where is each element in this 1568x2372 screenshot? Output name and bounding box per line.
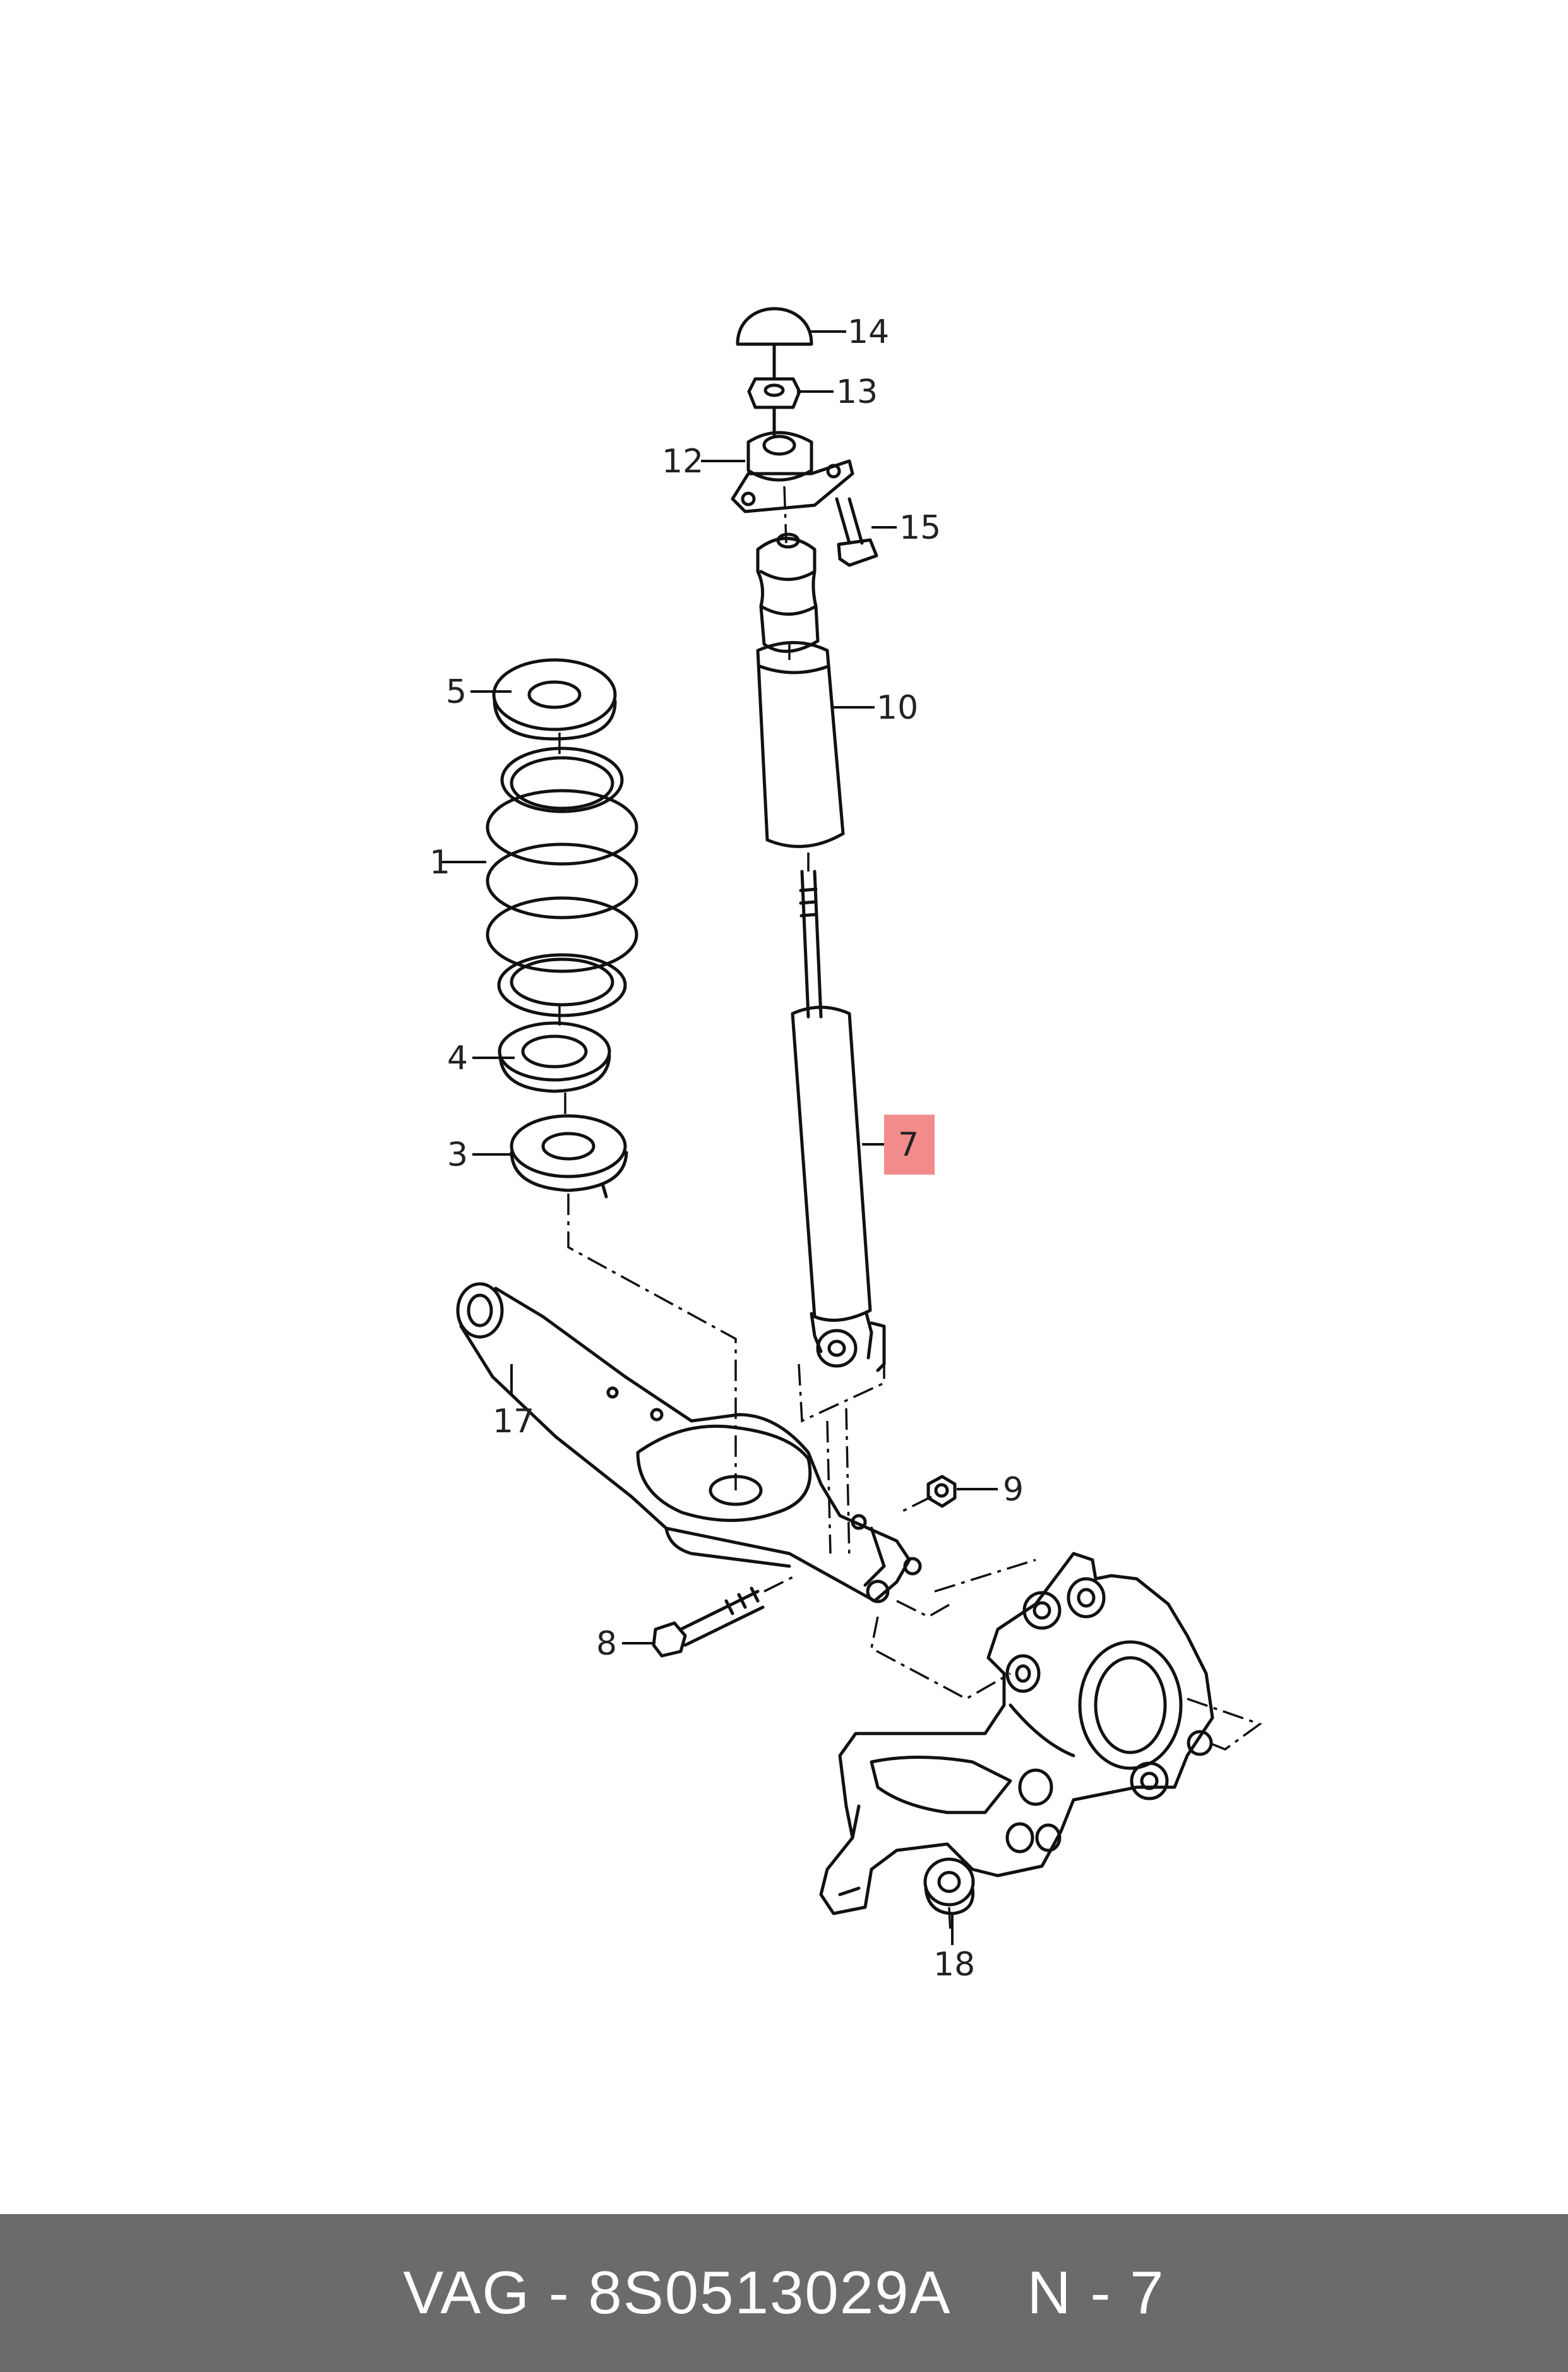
part-number: VAG - 8S0513029A	[403, 2259, 952, 2327]
callout-10: 10	[877, 689, 918, 727]
callout-8: 8	[596, 1625, 617, 1663]
piston-rod-part	[799, 870, 823, 1019]
coil-spring-part	[486, 746, 638, 1017]
diagram-reference: N - 7	[1027, 2259, 1165, 2327]
dust-cap-part	[736, 307, 813, 380]
callout-4: 4	[447, 1039, 468, 1077]
upper-spring-seat-part	[492, 658, 617, 741]
lower-spring-seat-part	[498, 1021, 611, 1093]
callout-5: 5	[446, 673, 467, 711]
callout-7: 7	[898, 1126, 919, 1164]
trailing-arm-part	[456, 1282, 922, 1603]
bolt-part-15	[835, 497, 878, 567]
top-mount-part	[731, 431, 854, 513]
callout-3: 3	[447, 1136, 468, 1174]
nut-part-9	[926, 1475, 957, 1508]
callout-12: 12	[662, 443, 703, 481]
protective-tube-part	[756, 641, 845, 848]
bump-stop-part	[756, 532, 820, 653]
callout-18: 18	[933, 1946, 975, 1984]
highlight-box	[884, 1115, 935, 1175]
rear-suspension-exploded-diagram: 14 13 12 15 10 5 1 4 3 7 17 9 8 18	[429, 307, 1262, 1984]
callout-13: 13	[836, 373, 878, 411]
bolt-part-8	[652, 1586, 765, 1658]
spring-pad-part	[510, 1114, 628, 1199]
footer-bar: VAG - 8S0513029A N - 7	[0, 2214, 1568, 2372]
callout-1: 1	[429, 844, 450, 882]
callout-9: 9	[1003, 1471, 1024, 1509]
wheel-hub-carrier-part	[819, 1552, 1214, 1915]
callout-17: 17	[493, 1403, 534, 1441]
shock-absorber-part	[791, 1005, 886, 1372]
bushing-part-18	[923, 1857, 975, 1915]
callout-14: 14	[847, 313, 889, 351]
callout-15: 15	[899, 509, 941, 547]
